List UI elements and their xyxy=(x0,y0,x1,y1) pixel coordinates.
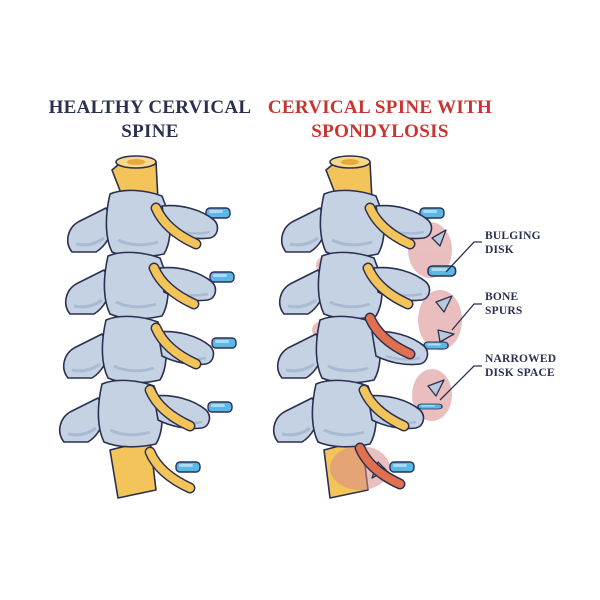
spondylosis-disk-3 xyxy=(423,341,449,350)
bulging-disk xyxy=(427,265,457,277)
spondylosis-spine-title: CERVICAL SPINE WITH SPONDYLOSIS xyxy=(255,96,505,144)
narrowed-disk-label-line1: NARROWED xyxy=(485,353,557,365)
healthy-disk-5 xyxy=(175,461,201,473)
spondylosis-spine xyxy=(272,155,462,499)
healthy-title-line2: SPINE xyxy=(121,121,179,142)
spondylosis-vertebra-4 xyxy=(272,378,425,449)
healthy-vertebra-3 xyxy=(62,314,215,385)
bulging-disk-label-line2: DISK xyxy=(485,244,514,256)
bone-spurs-label-line1: BONE xyxy=(485,291,519,303)
label-leader-lines xyxy=(439,241,482,401)
bone-spurs-label-line2: SPURS xyxy=(485,305,523,317)
healthy-spine-title: HEALTHY CERVICAL SPINE xyxy=(30,96,270,144)
spondylosis-title-line1: CERVICAL SPINE WITH xyxy=(267,97,493,118)
healthy-title-line1: HEALTHY CERVICAL xyxy=(48,97,252,118)
healthy-disk-2 xyxy=(209,271,235,283)
narrowed-disk xyxy=(417,403,443,410)
spondylosis-title-line2: SPONDYLOSIS xyxy=(311,121,449,142)
bone-spurs-label: BONE SPURS xyxy=(485,290,522,318)
narrowed-disk-label-line2: DISK SPACE xyxy=(485,367,555,379)
bulging-disk-label: BULGING DISK xyxy=(485,229,541,257)
healthy-disk-3 xyxy=(211,337,237,349)
healthy-vertebra-4 xyxy=(58,378,211,449)
bulging-disk-label-line1: BULGING xyxy=(485,230,541,242)
healthy-disk-4 xyxy=(207,401,233,413)
healthy-spine xyxy=(58,155,237,499)
spondylosis-disk-5 xyxy=(389,461,415,473)
narrowed-disk-space-label: NARROWED DISK SPACE xyxy=(485,352,556,380)
